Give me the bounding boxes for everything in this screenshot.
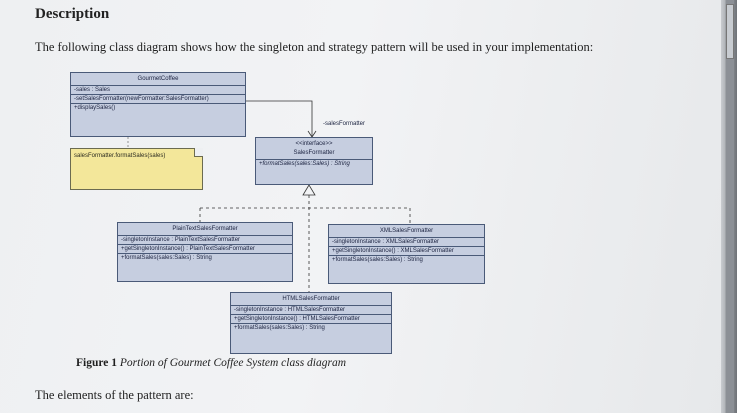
note-text: salesFormatter.formatSales(sales) xyxy=(74,153,166,159)
interface-method: +formatSales(sales:Sales) : String xyxy=(259,161,350,167)
interface-stereotype: <<interface>> xyxy=(295,141,333,147)
association-role-label: -salesFormatter xyxy=(323,121,366,127)
class-attribute: -singletonInstance : XMLSalesFormatter xyxy=(329,238,484,247)
class-gourmet-coffee: GourmetCoffee -sales : Sales -setSalesFo… xyxy=(70,72,246,137)
scrollbar-thumb[interactable] xyxy=(726,4,734,59)
intro-paragraph: The following class diagram shows how th… xyxy=(35,40,594,54)
class-html-sales-formatter: HTMLSalesFormatter -singletonInstance : … xyxy=(230,292,392,354)
class-method: +formatSales(sales:Sales) : String xyxy=(332,257,423,263)
class-method: -setSalesFormatter(newFormatter:SalesFor… xyxy=(71,95,245,104)
scrollbar-track[interactable] xyxy=(725,0,734,413)
association-line xyxy=(246,100,313,137)
class-title: GourmetCoffee xyxy=(71,73,245,86)
class-attribute: -singletonInstance : HTMLSalesFormatter xyxy=(231,306,391,315)
class-attribute: -singletonInstance : PlainTextSalesForma… xyxy=(118,236,292,245)
figure-caption: Figure 1 Portion of Gourmet Coffee Syste… xyxy=(76,357,346,369)
class-method: +displaySales() xyxy=(74,105,116,111)
class-xml-sales-formatter: XMLSalesFormatter -singletonInstance : X… xyxy=(328,224,485,284)
interface-title: SalesFormatter xyxy=(256,147,372,160)
class-method: +getSingletonInstance() : XMLSalesFormat… xyxy=(329,247,484,256)
class-title: PlainTextSalesFormatter xyxy=(118,223,292,236)
section-heading: Description xyxy=(35,6,110,22)
class-method: +formatSales(sales:Sales) : String xyxy=(121,255,212,261)
interface-sales-formatter: <<interface>> SalesFormatter +formatSale… xyxy=(255,137,373,185)
class-method: +getSingletonInstance() : HTMLSalesForma… xyxy=(231,315,391,324)
class-title: HTMLSalesFormatter xyxy=(231,293,391,306)
class-plaintext-sales-formatter: PlainTextSalesFormatter -singletonInstan… xyxy=(117,222,293,282)
class-method: +formatSales(sales:Sales) : String xyxy=(234,325,325,331)
class-method: +getSingletonInstance() : PlainTextSales… xyxy=(118,245,292,254)
class-attribute: -sales : Sales xyxy=(71,86,245,95)
figure-caption-text: Portion of Gourmet Coffee System class d… xyxy=(119,357,347,369)
uml-note: salesFormatter.formatSales(sales) xyxy=(70,148,203,190)
realization-arrowhead xyxy=(302,184,316,196)
figure-label: Figure 1 xyxy=(76,357,117,369)
class-title: XMLSalesFormatter xyxy=(329,225,484,238)
elements-paragraph: The elements of the pattern are: xyxy=(35,388,194,402)
